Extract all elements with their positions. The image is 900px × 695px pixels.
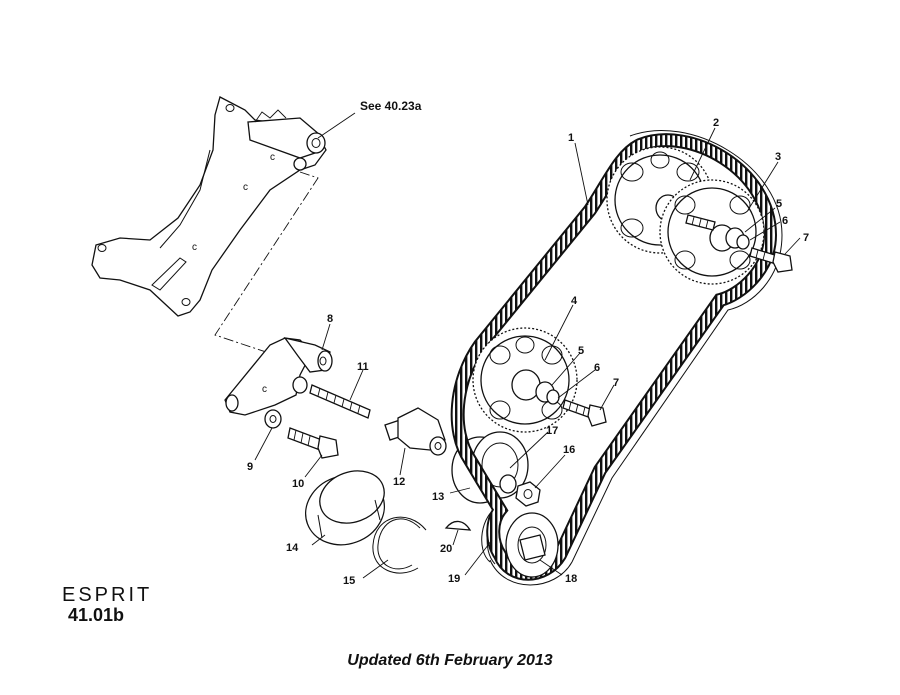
washer xyxy=(264,409,282,429)
page-code: 41.01b xyxy=(68,605,125,625)
timing-belt xyxy=(450,130,783,586)
callout-11: 11 xyxy=(357,361,369,373)
callout-16: 16 xyxy=(563,444,575,456)
callout-5-upper: 5 xyxy=(776,198,782,210)
woodruff-key xyxy=(444,520,472,531)
callout-13: 13 xyxy=(432,491,444,503)
bush xyxy=(305,470,385,546)
tensioner-bolt xyxy=(287,427,339,459)
camshaft-bolt xyxy=(749,247,793,273)
callout-1: 1 xyxy=(568,132,574,144)
svg-text:c: c xyxy=(192,242,197,253)
stud xyxy=(309,384,371,419)
callout-15: 15 xyxy=(343,575,355,587)
circlip xyxy=(372,516,427,574)
crankshaft-pulley xyxy=(505,512,559,578)
idler-nut xyxy=(515,481,541,507)
svg-text:c: c xyxy=(262,384,267,395)
updated-note: Updated 6th February 2013 xyxy=(347,652,553,669)
intermediate-pulley xyxy=(472,327,578,433)
callout-8: 8 xyxy=(327,313,333,325)
svg-text:c: c xyxy=(243,182,248,193)
callout-18: 18 xyxy=(565,573,577,585)
leader-lines xyxy=(254,112,801,579)
callout-19: 19 xyxy=(448,573,460,585)
tensioner-arm: c xyxy=(224,336,333,416)
callout-20: 20 xyxy=(440,543,452,555)
callout-10: 10 xyxy=(292,478,304,490)
pulley-bolt xyxy=(562,399,607,427)
callout-14: 14 xyxy=(286,542,299,554)
callout-17: 17 xyxy=(546,425,558,437)
callout-6-lower: 6 xyxy=(594,362,600,374)
eccentric-adjuster xyxy=(384,407,447,456)
svg-text:c: c xyxy=(270,152,275,163)
mounting-bracket: c c c c xyxy=(91,96,327,317)
callout-6-upper: 6 xyxy=(782,215,788,227)
model-name: ESPRIT xyxy=(62,584,153,606)
callout-5-lower: 5 xyxy=(578,345,584,357)
reference-label: See 40.23a xyxy=(360,99,422,113)
camshaft-pulley-exhaust xyxy=(659,179,765,285)
callout-2: 2 xyxy=(713,117,719,129)
callout-3: 3 xyxy=(775,151,781,163)
callout-7-upper: 7 xyxy=(803,232,809,244)
callout-9: 9 xyxy=(247,461,253,473)
callout-4: 4 xyxy=(571,295,578,307)
callout-12: 12 xyxy=(393,476,405,488)
callout-7-lower: 7 xyxy=(613,377,619,389)
